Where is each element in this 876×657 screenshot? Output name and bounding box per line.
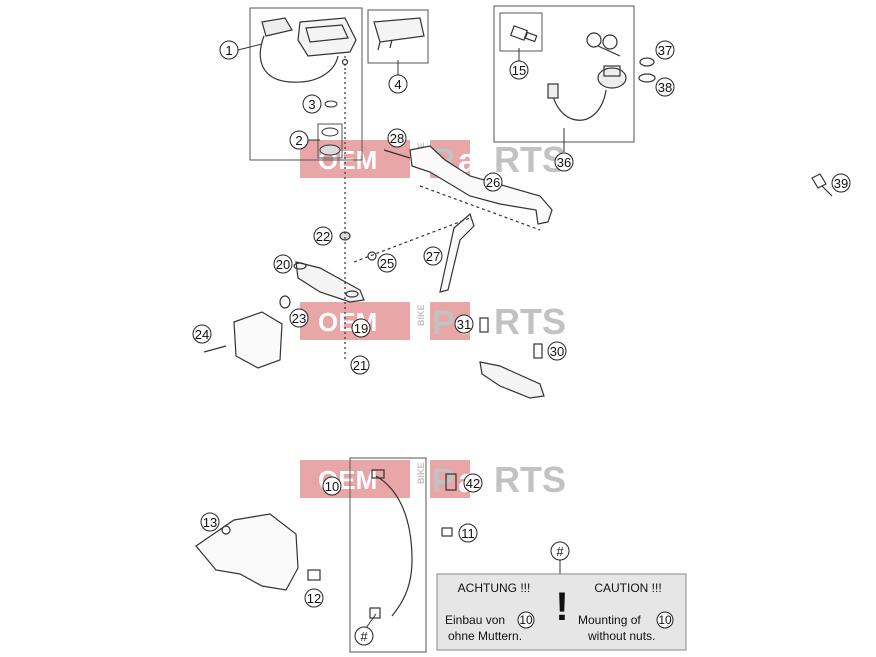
watermark-p-text: P [432, 462, 455, 500]
ignition-switch-part [547, 32, 627, 121]
callout-4: 4 [388, 74, 408, 94]
callout-38: 38 [655, 77, 675, 97]
guard-24 [203, 295, 291, 369]
warning-notice: ACHTUNG !!! CAUTION !!! ! Einbau von 10 … [436, 573, 687, 651]
exclamation-mark: ! [555, 585, 568, 629]
watermark-top: OEM BIKE P a RTS [300, 139, 566, 180]
svg-text:37: 37 [658, 43, 672, 58]
svg-text:30: 30 [550, 344, 564, 359]
callout-26: 26 [483, 172, 503, 192]
svg-text:19: 19 [354, 321, 368, 336]
callout-28: 28 [387, 128, 407, 148]
callout-30: 30 [547, 341, 567, 361]
watermark-middle: OEM BIKE P a RTS [300, 301, 566, 342]
clamp-30 [479, 317, 545, 399]
svg-text:24: 24 [195, 327, 209, 342]
key-blank-part [509, 25, 538, 43]
callout-37: 37 [655, 40, 675, 60]
watermark-p-text: P [432, 304, 455, 342]
svg-text:27: 27 [426, 249, 440, 264]
callout-39: 39 [831, 173, 851, 193]
svg-text:22: 22 [316, 229, 330, 244]
svg-text:42: 42 [466, 476, 480, 491]
key-part-39 [811, 173, 833, 197]
bracket-part [373, 17, 425, 51]
callout-42: 42 [463, 473, 483, 493]
de-ref: 10 [519, 613, 533, 627]
callout-hash-bottom: # [354, 626, 374, 646]
cable-group-box [349, 457, 427, 653]
callout-hash-top: # [550, 541, 570, 561]
svg-text:#: # [556, 544, 564, 559]
svg-text:31: 31 [457, 317, 471, 332]
svg-text:4: 4 [394, 77, 401, 92]
svg-text:1: 1 [225, 43, 232, 58]
callout-10: 10 [322, 476, 342, 496]
en-ref-circle [656, 611, 674, 629]
speedo-cable-10 [369, 469, 457, 619]
svg-text:21: 21 [353, 358, 367, 373]
de-ref-circle [517, 611, 535, 629]
caution-label: CAUTION !!! [594, 581, 661, 595]
headlight-mount-27 [353, 212, 475, 293]
svg-text:2: 2 [295, 133, 302, 148]
svg-text:39: 39 [834, 176, 848, 191]
svg-text:11: 11 [461, 526, 475, 541]
callout-15: 15 [509, 60, 529, 80]
svg-text:13: 13 [203, 515, 217, 530]
speedometer-part [259, 17, 357, 83]
watermark-rts-text: RTS [494, 459, 566, 500]
en-ref: 10 [658, 613, 672, 627]
en-line2: without nuts. [587, 629, 655, 643]
watermark-rts-text: RTS [494, 301, 566, 342]
washers-37-38 [638, 57, 656, 83]
callouts: 1 2 3 4 10 11 12 13 15 19 20 21 22 23 24… [192, 40, 851, 646]
svg-text:25: 25 [380, 256, 394, 271]
de-line1: Einbau von [445, 613, 505, 627]
washer-part [317, 100, 343, 159]
watermark-bottom: OEM BIKE P a RTS [300, 459, 566, 500]
callout-11: 11 [458, 523, 478, 543]
callout-13: 13 [200, 512, 220, 532]
callout-1: 1 [219, 40, 239, 60]
callout-12: 12 [304, 588, 324, 608]
instrument-bracket-26 [383, 145, 553, 231]
de-line2: ohne Muttern. [448, 629, 522, 643]
en-line1: Mounting of [578, 613, 641, 627]
callout-21: 21 [350, 355, 370, 375]
callout-22: 22 [313, 226, 333, 246]
watermark-rts-text: RTS [494, 139, 566, 180]
callout-19: 19 [351, 318, 371, 338]
svg-text:15: 15 [512, 63, 526, 78]
svg-text:20: 20 [276, 257, 290, 272]
speedometer-group-box [249, 7, 363, 161]
svg-text:38: 38 [658, 80, 672, 95]
svg-text:28: 28 [390, 131, 404, 146]
key-blank-box [499, 12, 543, 52]
callout-25: 25 [377, 253, 397, 273]
triple-clamp-20 [293, 72, 377, 360]
svg-text:3: 3 [308, 97, 315, 112]
callout-2: 2 [289, 130, 309, 150]
svg-text:23: 23 [292, 311, 306, 326]
callout-24: 24 [192, 324, 212, 344]
achtung-label: ACHTUNG !!! [458, 581, 531, 595]
callout-3: 3 [302, 94, 322, 114]
callout-27: 27 [423, 246, 443, 266]
svg-text:36: 36 [557, 155, 571, 170]
svg-text:12: 12 [307, 591, 321, 606]
svg-text:#: # [360, 629, 368, 644]
callout-36: 36 [554, 152, 574, 172]
callout-23: 23 [289, 308, 309, 328]
watermark-bike-text: BIKE [416, 462, 426, 484]
svg-text:10: 10 [325, 479, 339, 494]
callout-20: 20 [273, 254, 293, 274]
callout-31: 31 [454, 314, 474, 334]
fork-guard-13 [195, 513, 321, 591]
watermark-a-text: a [458, 142, 478, 180]
watermark-bike-text: BIKE [416, 304, 426, 326]
svg-text:26: 26 [486, 175, 500, 190]
